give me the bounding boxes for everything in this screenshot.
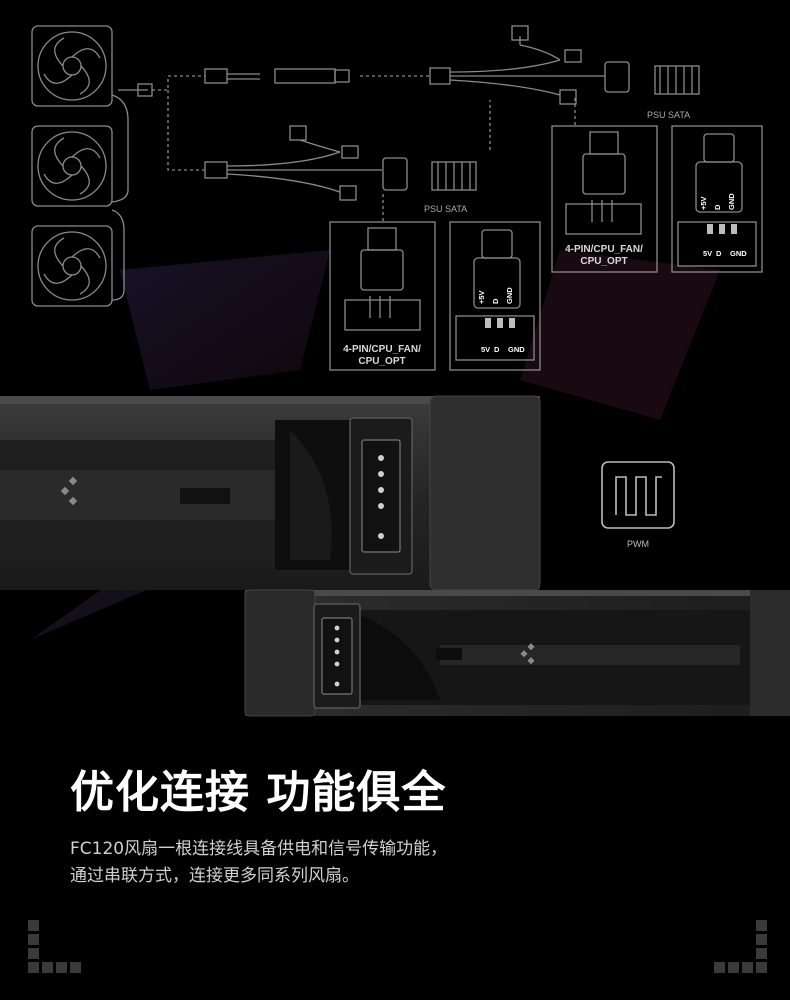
headline: 优化连接 功能俱全 [70,767,447,818]
fan-icon-1 [31,25,113,107]
sata-plug-1-d: D [491,298,500,304]
psu-sata-label-1: PSU SATA [424,204,467,214]
pwm-icon [601,461,675,529]
sata-pins-1-v: 5V [481,345,490,354]
sata-plug-1-v: +5V [477,290,486,304]
pwm-label: PWM [627,539,649,549]
fan-icon-3 [31,225,113,307]
brand-chevron-mark-2 [520,643,535,665]
sata-plug-2-gnd: GND [727,193,736,210]
sata-plug-2-v: +5V [699,196,708,210]
sata-pins-2-d: D [716,249,722,258]
sata-pins-2-v: 5V [703,249,712,258]
brand-chevron-mark-1 [60,476,78,506]
psu-sata-label-2: PSU SATA [647,110,690,120]
sata-plug-2-d: D [713,204,722,210]
description-line-1: FC120风扇一根连接线具备供电和信号传输功能， [70,839,448,859]
description: FC120风扇一根连接线具备供电和信号传输功能， 通过串联方式，连接更多同系列风… [70,836,447,890]
wiring-diagram: PSU SATA PSU SATA 4-PIN/CPU_FAN/ CPU_OPT… [31,25,763,371]
sata-pins-1-gnd: GND [508,345,525,354]
corner-mark-right [714,920,774,975]
header-label-2-line1: 4-PIN/CPU_FAN/ [565,244,643,255]
sata-pins-2-gnd: GND [730,249,747,258]
corner-mark-left [28,920,88,975]
header-label-2-line2: CPU_OPT [580,256,627,267]
sata-pins-1-d: D [494,345,500,354]
lower-fan-frame [244,589,790,717]
sata-plug-1-gnd: GND [505,287,514,304]
fan-icon-2 [31,125,113,207]
header-label-1-line2: CPU_OPT [358,356,405,367]
upper-fan-frame [0,395,541,591]
description-line-2: 通过串联方式，连接更多同系列风扇。 [70,866,359,886]
header-label-1-line1: 4-PIN/CPU_FAN/ [343,344,421,355]
